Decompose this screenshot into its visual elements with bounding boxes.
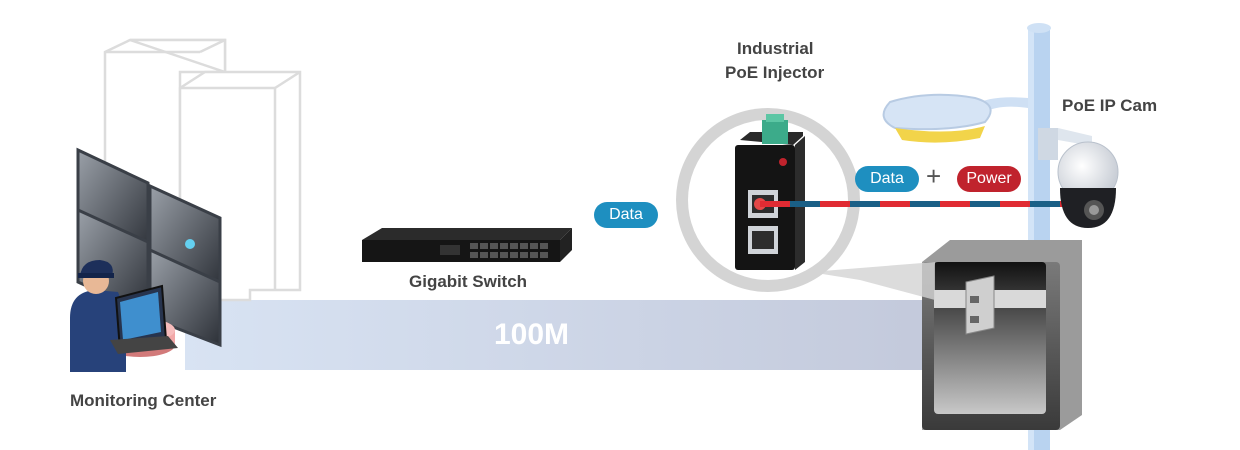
ptz-dome-camera-icon xyxy=(1038,128,1119,228)
network-switch-icon xyxy=(362,228,572,262)
data-pill-left xyxy=(594,202,658,228)
plus-sign: + xyxy=(926,161,942,191)
data-pill-right xyxy=(855,166,919,192)
power-pill xyxy=(957,166,1021,192)
outdoor-cabinet-icon xyxy=(922,240,1082,430)
switch-label: Gigabit Switch xyxy=(409,272,528,291)
mini-injector-icon xyxy=(965,275,995,335)
poe-injector-icon xyxy=(735,114,805,270)
injector-label-line2: PoE Injector xyxy=(725,63,825,82)
power-pill-text: Power xyxy=(966,170,1012,187)
monitoring-label: Monitoring Center xyxy=(70,391,217,410)
data-pill-right-text: Data xyxy=(870,170,904,187)
security-operator-icon xyxy=(70,260,178,372)
ipcam-label: PoE IP Cam xyxy=(1062,96,1158,115)
data-pill-left-text: Data xyxy=(609,206,643,223)
distance-label: 100M xyxy=(494,318,570,351)
cable-endpoint xyxy=(185,239,195,249)
injector-label-line1: Industrial xyxy=(737,39,814,58)
distance-band xyxy=(185,300,945,370)
cable-data-power xyxy=(754,198,1068,210)
